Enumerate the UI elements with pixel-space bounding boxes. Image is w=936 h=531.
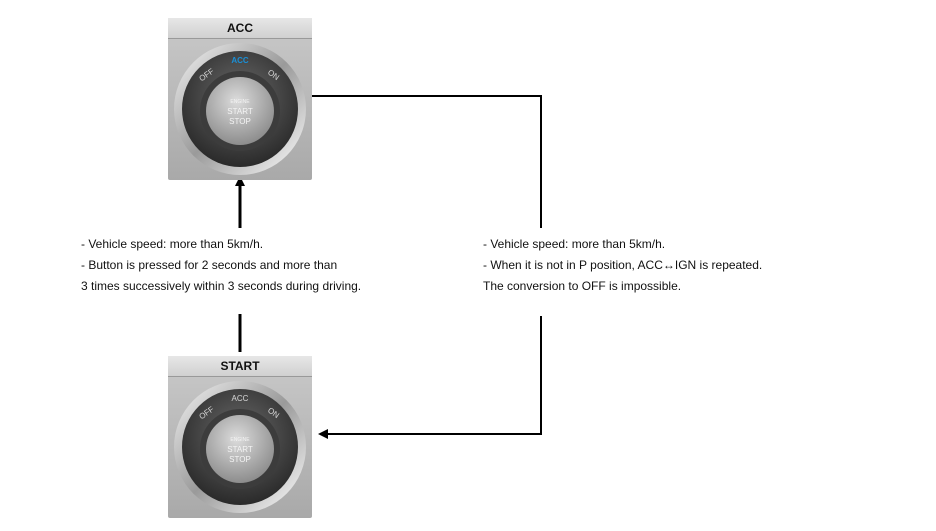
acc-button-text-stop: STOP — [229, 117, 251, 126]
start-button-text-stop: STOP — [229, 455, 251, 464]
left-note-line-1: - Vehicle speed: more than 5km/h. — [81, 237, 264, 251]
start-ring-label-acc: ACC — [232, 394, 249, 403]
left-note-line-3: 3 times successively within 3 seconds du… — [81, 279, 362, 293]
left-condition-note: - Vehicle speed: more than 5km/h. - Butt… — [81, 234, 361, 297]
right-connector-lower — [318, 316, 542, 439]
start-button-text-engine: ENGINE — [230, 437, 250, 443]
acc-button-text-start: START — [227, 107, 253, 116]
acc-push-button-face — [206, 77, 274, 145]
start-start-stop-button[interactable]: OFF ACC ON ENGINE START STOP — [168, 377, 312, 519]
right-condition-note: - Vehicle speed: more than 5km/h. - When… — [483, 234, 762, 297]
acc-button-panel: ACC OFF ACC ON — [168, 18, 312, 180]
start-button-text-start: START — [227, 445, 253, 454]
right-connector-upper — [312, 95, 542, 228]
left-note-line-2: - Button is pressed for 2 seconds and mo… — [81, 258, 338, 272]
right-note-line-1: - Vehicle speed: more than 5km/h. — [483, 237, 666, 251]
start-button-panel: START OFF ACC ON — [168, 356, 312, 518]
acc-ring-label-acc: ACC — [231, 56, 249, 65]
start-push-button-face — [206, 415, 274, 483]
right-note-line-2: - When it is not in P position, ACC↔IGN … — [483, 258, 763, 272]
acc-button-text-engine: ENGINE — [230, 99, 250, 105]
acc-start-stop-button[interactable]: OFF ACC ON ENGINE START STOP — [168, 39, 312, 181]
acc-panel-title: ACC — [168, 18, 312, 39]
right-note-line-3: The conversion to OFF is impossible. — [483, 279, 682, 293]
start-panel-title: START — [168, 356, 312, 377]
